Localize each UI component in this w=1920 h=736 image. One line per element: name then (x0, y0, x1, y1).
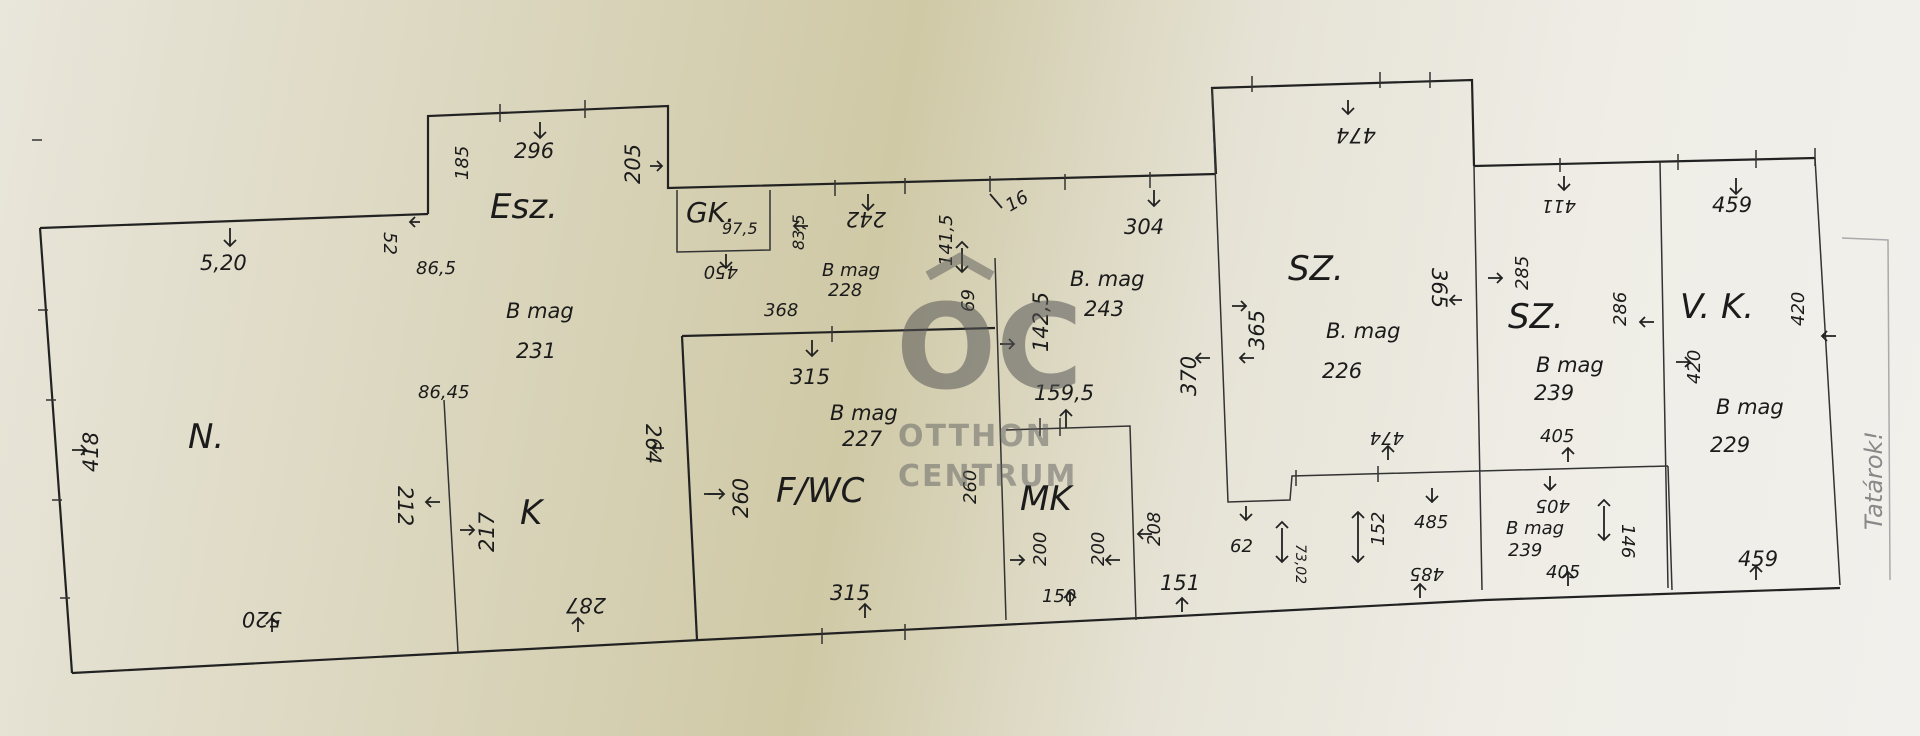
otthon-centrum-watermark: OC OTTHON CENTRUM (896, 252, 1083, 494)
height-value: 229 (1710, 433, 1750, 457)
watermark-logo: OC (896, 278, 1083, 416)
dimension: 151 (1160, 571, 1200, 595)
dimension: 185 (452, 146, 473, 180)
height-label: B mag (1536, 353, 1604, 377)
dimension: 150 (1042, 586, 1076, 607)
dimension: 365 (1245, 310, 1269, 350)
dimension: 411 (1542, 195, 1576, 216)
room-gk: GK. (686, 196, 735, 229)
dimension: 520 (242, 607, 282, 631)
dimension: 217 (475, 511, 499, 552)
height-value: 227 (842, 427, 883, 451)
room-f-wc: F/WC (776, 471, 865, 511)
dimension: 264 (641, 424, 665, 464)
room-heights: B mag 231 B mag 228 B. mag 243 B mag 227… (506, 260, 1784, 561)
dimension: 365 (1427, 268, 1451, 308)
dimension-arrows (72, 100, 1836, 632)
height-value: 231 (516, 339, 556, 363)
room-n: N. (188, 417, 224, 457)
dimension: 208 (1144, 512, 1165, 546)
height-value: 239 (1508, 540, 1542, 561)
dimension: 418 (79, 432, 103, 472)
dimension: 200 (1030, 532, 1051, 566)
height-label: B mag (1716, 395, 1784, 419)
dimension: 459 (1712, 193, 1752, 217)
dimension: 52 (379, 232, 400, 255)
dimension: 159,5 (1034, 381, 1094, 405)
room-mk: MK (1020, 479, 1074, 519)
dimension: 459 (1738, 547, 1778, 571)
room-labels: N. Esz. GK. K F/WC MK SZ. SZ. V. K. (188, 187, 1754, 533)
dimension: 420 (1788, 292, 1809, 326)
dimension: 5,20 (200, 251, 247, 275)
dimension: 405 (1536, 495, 1570, 516)
dimension: 212 (393, 486, 417, 526)
dimension: 420 (1684, 350, 1705, 384)
dimension: 97,5 (722, 219, 758, 238)
height-label: B mag (830, 401, 898, 425)
dimension: 304 (1124, 215, 1164, 239)
dimension: 83,5 (789, 214, 808, 250)
dimension: 260 (960, 470, 981, 504)
watermark-line-1: OTTHON (898, 419, 1053, 454)
dimension: 315 (830, 581, 870, 605)
dimension: 450 (704, 261, 738, 282)
dimension: 146 (1617, 524, 1638, 558)
dimension: 86,5 (416, 258, 456, 279)
height-value: 239 (1534, 381, 1574, 405)
dimension: 260 (729, 478, 753, 518)
dimension: 286 (1610, 292, 1631, 326)
dimension: 141,5 (936, 214, 957, 266)
street-label: Tatárok! (1860, 431, 1888, 530)
dimension: 242 (846, 207, 886, 231)
height-value: 226 (1322, 359, 1362, 383)
dimension-labels: 296 205 185 52 86,5 5,20 418 212 217 520… (79, 123, 1809, 631)
dimension: 405 (1546, 562, 1580, 583)
height-label: B mag (506, 299, 574, 323)
dimension: 296 (514, 139, 554, 163)
dimension: 285 (1512, 256, 1533, 290)
dimension: 485 (1410, 563, 1444, 584)
room-sz-1: SZ. (1288, 249, 1344, 289)
room-sz-2: SZ. (1508, 297, 1564, 337)
dimension: 200 (1088, 532, 1109, 566)
dimension: 86,45 (418, 382, 470, 403)
dimension: 405 (1540, 426, 1574, 447)
dimension: 485 (1414, 512, 1448, 533)
plan-walls (32, 72, 1891, 675)
dimension: 370 (1177, 356, 1201, 396)
height-label: B. mag (1070, 267, 1144, 291)
dimension: 474 (1336, 123, 1376, 147)
height-value: 228 (828, 280, 862, 301)
dimension: 205 (621, 144, 645, 184)
height-label: B mag (1506, 518, 1564, 539)
dimension: 142,5 (1029, 292, 1053, 352)
watermark-line-2: CENTRUM (898, 459, 1077, 494)
dimension: 368 (764, 300, 798, 321)
height-value: 243 (1084, 297, 1124, 321)
dimension: 69 (958, 289, 979, 312)
room-k: K (520, 493, 545, 533)
dimension: 62 (1230, 536, 1253, 557)
height-label: B. mag (1326, 319, 1400, 343)
room-esz: Esz. (490, 187, 558, 227)
dimension: 16 (1002, 187, 1032, 217)
dimension: 73,02 (1292, 544, 1308, 584)
dimension: 315 (790, 365, 830, 389)
height-label: B mag (822, 260, 880, 281)
room-vk: V. K. (1680, 287, 1754, 327)
dimension: 152 (1368, 512, 1389, 546)
dimension: 474 (1370, 427, 1404, 448)
dimension: 287 (565, 593, 606, 617)
